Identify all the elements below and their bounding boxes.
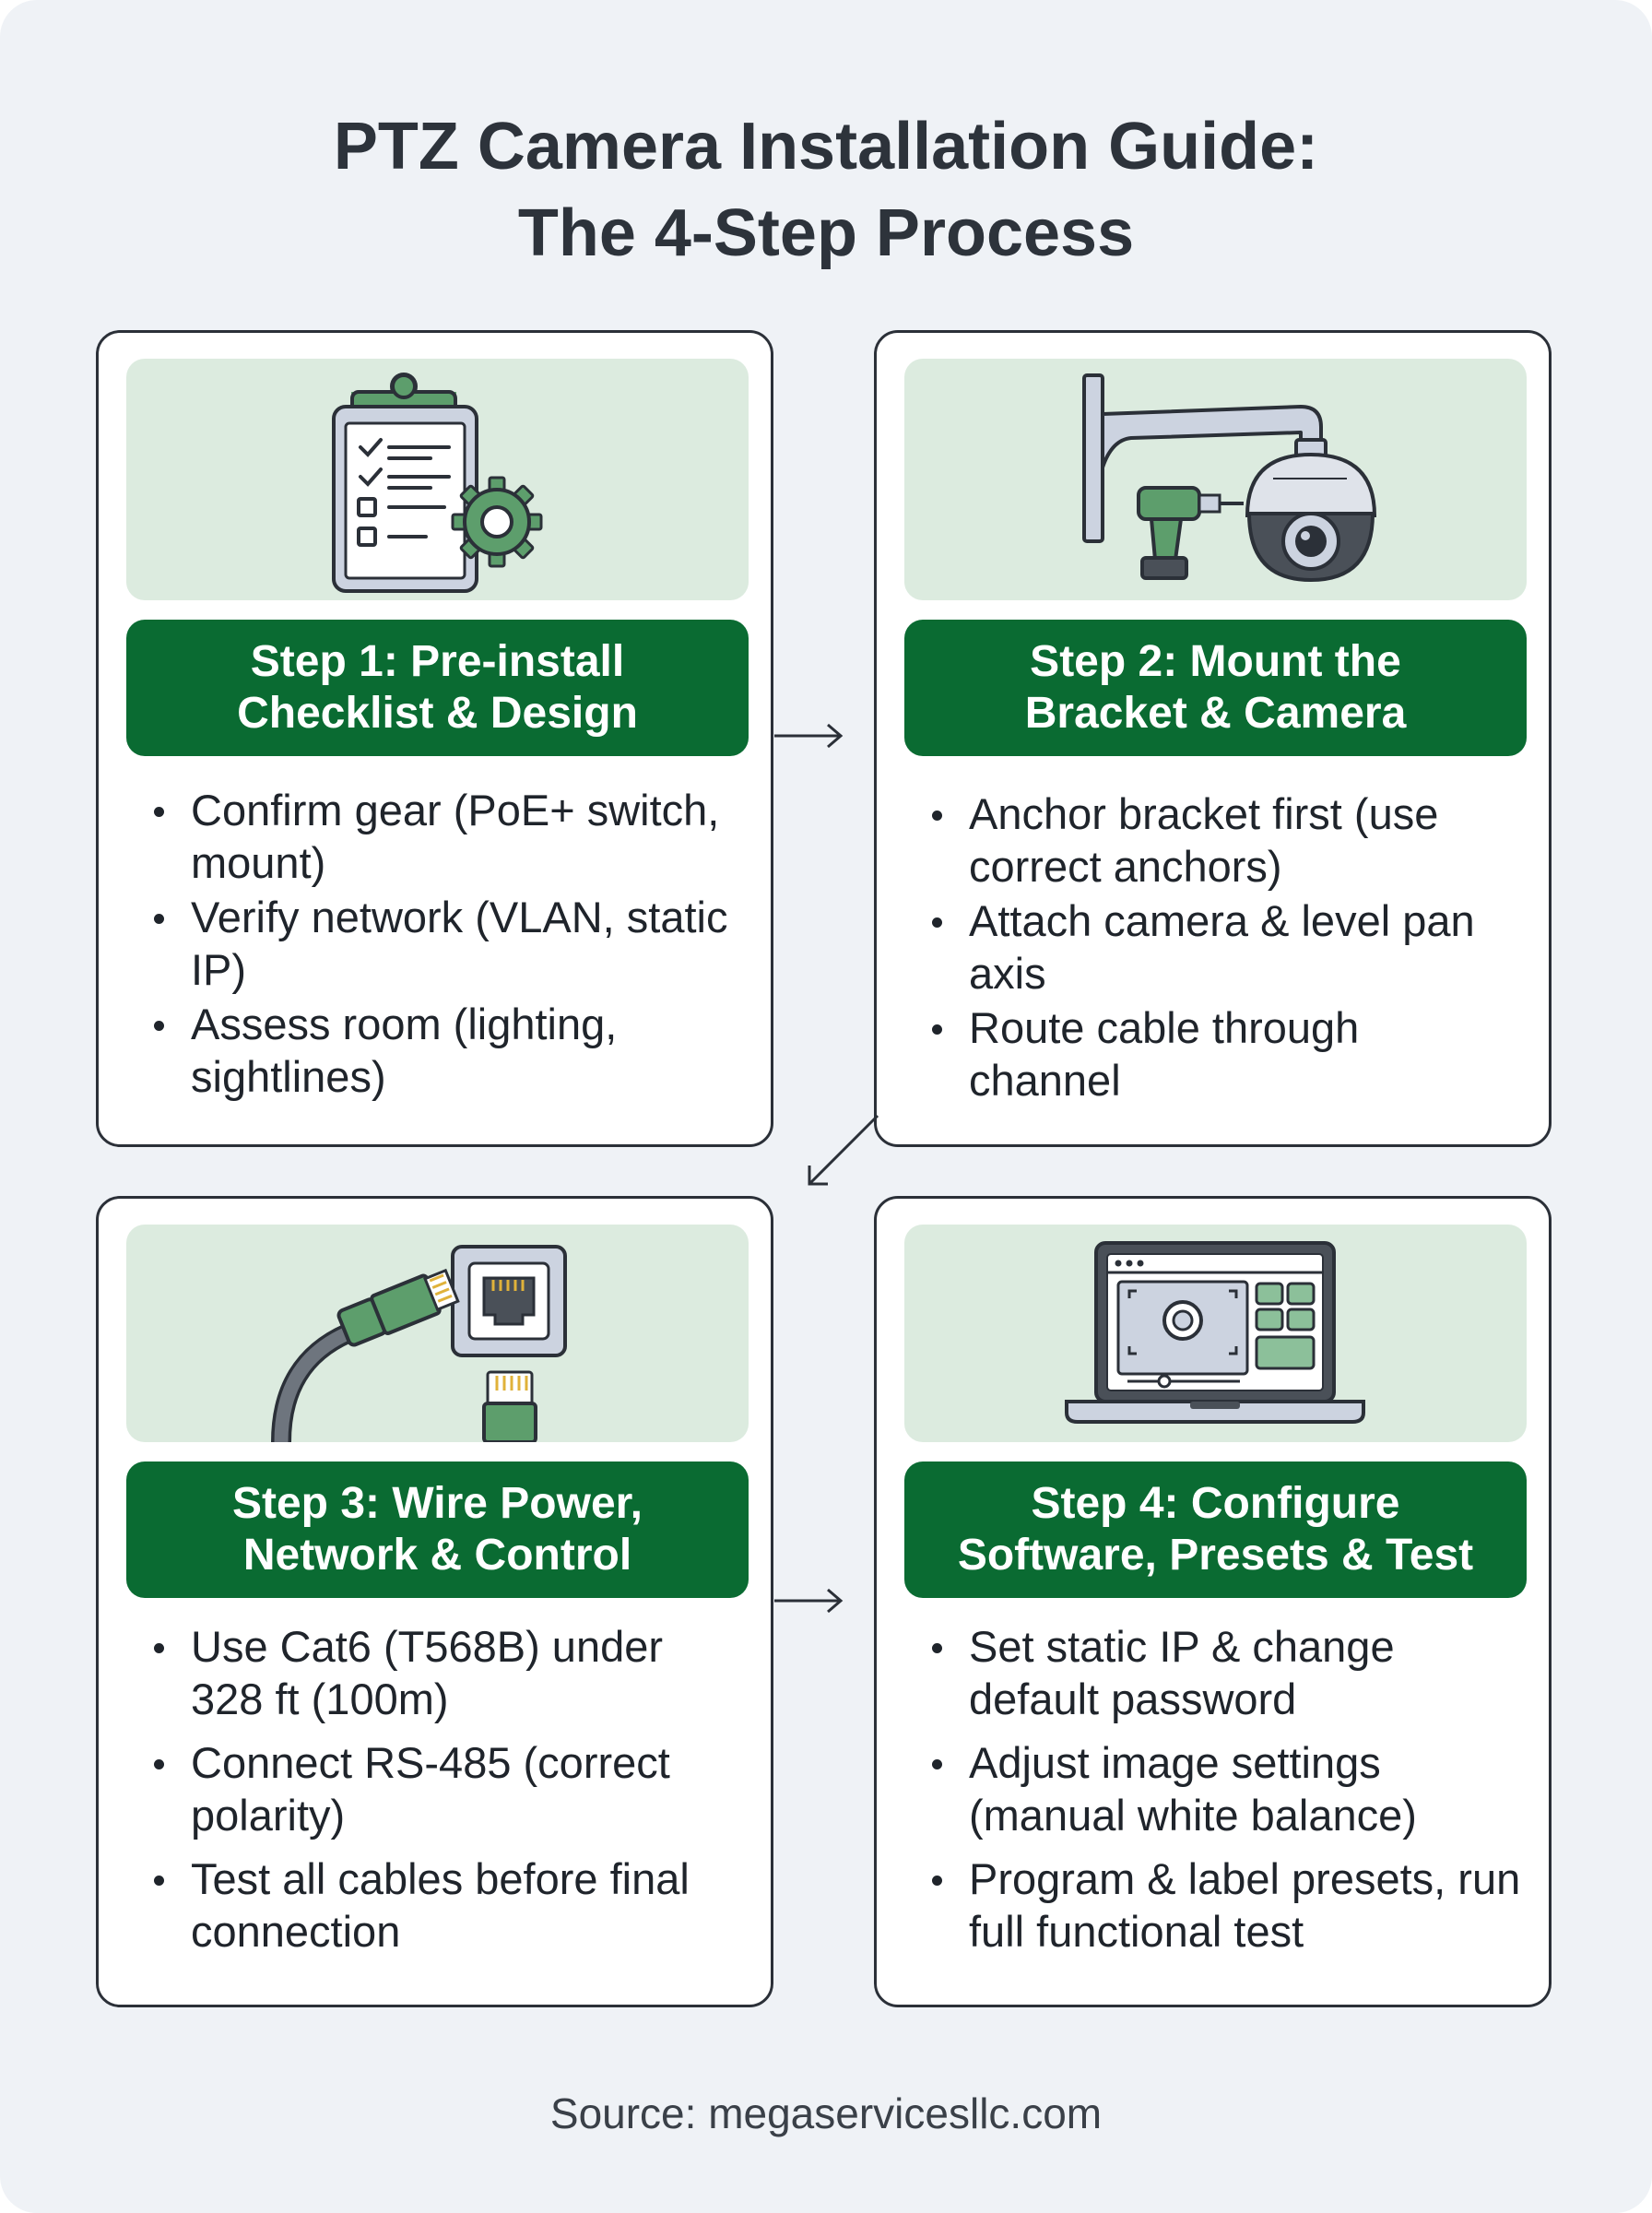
step-3-bullet-list: Use Cat6 (T568B) under 328 ft (100m) Con… bbox=[150, 1620, 743, 1969]
step-4-heading-text: Step 4: Configure Software, Presets & Te… bbox=[957, 1479, 1474, 1580]
step-2-heading: Step 2: Mount the Bracket & Camera bbox=[904, 620, 1527, 756]
drill-bracket-camera-icon bbox=[1082, 373, 1377, 583]
arrow-down-left-icon bbox=[808, 1114, 879, 1186]
step-1-card: Step 1: Pre-install Checklist & Design C… bbox=[96, 330, 773, 1147]
laptop-camera-software-icon bbox=[1065, 1241, 1365, 1424]
step-2-bullet-list: Anchor bracket first (use correct anchor… bbox=[928, 787, 1521, 1108]
step-2-illustration bbox=[904, 359, 1527, 600]
step-4-bullet-list: Set static IP & change default password … bbox=[928, 1620, 1521, 1969]
list-item: Program & label presets, run full functi… bbox=[928, 1852, 1521, 1958]
step-3-card: Step 3: Wire Power, Network & Control Us… bbox=[96, 1196, 773, 2007]
list-item: Adjust image settings (manual white bala… bbox=[928, 1736, 1521, 1841]
title-line-1: PTZ Camera Installation Guide: bbox=[333, 110, 1319, 183]
step-1-bullet-list: Confirm gear (PoE+ switch, mount) Verify… bbox=[150, 784, 743, 1105]
step-3-heading-text: Step 3: Wire Power, Network & Control bbox=[231, 1479, 643, 1580]
page-title: PTZ Camera Installation Guide: The 4-Ste… bbox=[0, 103, 1652, 277]
list-item: Route cable through channel bbox=[928, 1001, 1521, 1106]
step-1-heading-text: Step 1: Pre-install Checklist & Design bbox=[237, 637, 638, 738]
step-2-card: Step 2: Mount the Bracket & Camera Ancho… bbox=[874, 330, 1552, 1147]
step-4-card: Step 4: Configure Software, Presets & Te… bbox=[874, 1196, 1552, 2007]
step-1-heading: Step 1: Pre-install Checklist & Design bbox=[126, 620, 749, 756]
list-item: Connect RS-485 (correct polarity) bbox=[150, 1736, 743, 1841]
source-credit: Source: megaservicesllc.com bbox=[549, 2089, 1103, 2137]
arrow-right-icon bbox=[774, 723, 844, 749]
step-1-illustration bbox=[126, 359, 749, 600]
list-item: Anchor bracket first (use correct anchor… bbox=[928, 787, 1521, 893]
list-item: Test all cables before final connection bbox=[150, 1852, 743, 1958]
list-item: Assess room (lighting, sightlines) bbox=[150, 998, 743, 1103]
clipboard-gear-icon bbox=[332, 373, 543, 593]
ethernet-cable-icon bbox=[271, 1245, 567, 1442]
list-item: Set static IP & change default password bbox=[928, 1620, 1521, 1725]
step-4-illustration bbox=[904, 1225, 1527, 1442]
arrow-right-icon bbox=[774, 1588, 844, 1614]
list-item: Confirm gear (PoE+ switch, mount) bbox=[150, 784, 743, 889]
title-line-2: The 4-Step Process bbox=[517, 196, 1135, 270]
list-item: Verify network (VLAN, static IP) bbox=[150, 891, 743, 996]
step-3-heading: Step 3: Wire Power, Network & Control bbox=[126, 1462, 749, 1598]
step-3-illustration bbox=[126, 1225, 749, 1442]
list-item: Attach camera & level pan axis bbox=[928, 894, 1521, 1000]
step-2-heading-text: Step 2: Mount the Bracket & Camera bbox=[1024, 637, 1407, 738]
list-item: Use Cat6 (T568B) under 328 ft (100m) bbox=[150, 1620, 743, 1725]
step-4-heading: Step 4: Configure Software, Presets & Te… bbox=[904, 1462, 1527, 1598]
